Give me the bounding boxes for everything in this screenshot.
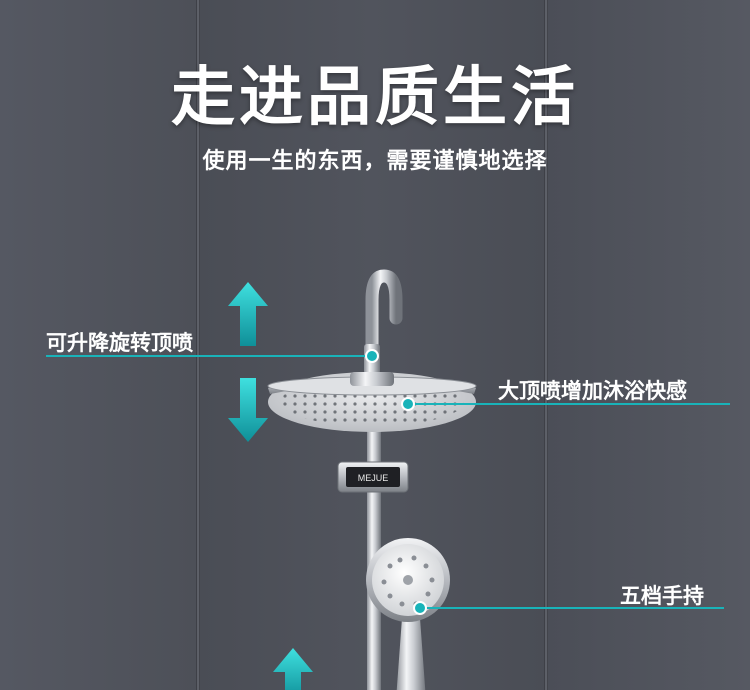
callout-dot-hand xyxy=(413,601,427,615)
gooseneck-arm xyxy=(365,269,403,375)
wall-panel-left xyxy=(0,0,196,690)
hand-shower xyxy=(366,538,450,690)
arrow-up-icon-bottom xyxy=(273,648,313,690)
callout-label-top-spray: 大顶喷增加沐浴快感 xyxy=(498,379,687,403)
callout-dot-lift xyxy=(365,349,379,363)
wall-panel-right xyxy=(548,0,750,690)
panel-seam-right xyxy=(544,0,548,690)
brand-badge: MEJUE xyxy=(358,473,389,483)
arrow-up-icon xyxy=(228,282,268,346)
overhead-shower-head xyxy=(267,372,477,432)
callout-label-handheld: 五档手持 xyxy=(620,584,704,608)
callout-label-lift-spray: 可升降旋转顶喷 xyxy=(46,331,193,355)
subheadline: 使用一生的东西，需要谨慎地选择 xyxy=(202,149,548,174)
slide-holder: MEJUE xyxy=(337,461,409,493)
callout-dot-top xyxy=(401,397,415,411)
arrow-down-icon xyxy=(228,378,268,442)
panel-seam-left xyxy=(196,0,200,690)
headline: 走进品质生活 xyxy=(171,61,579,135)
